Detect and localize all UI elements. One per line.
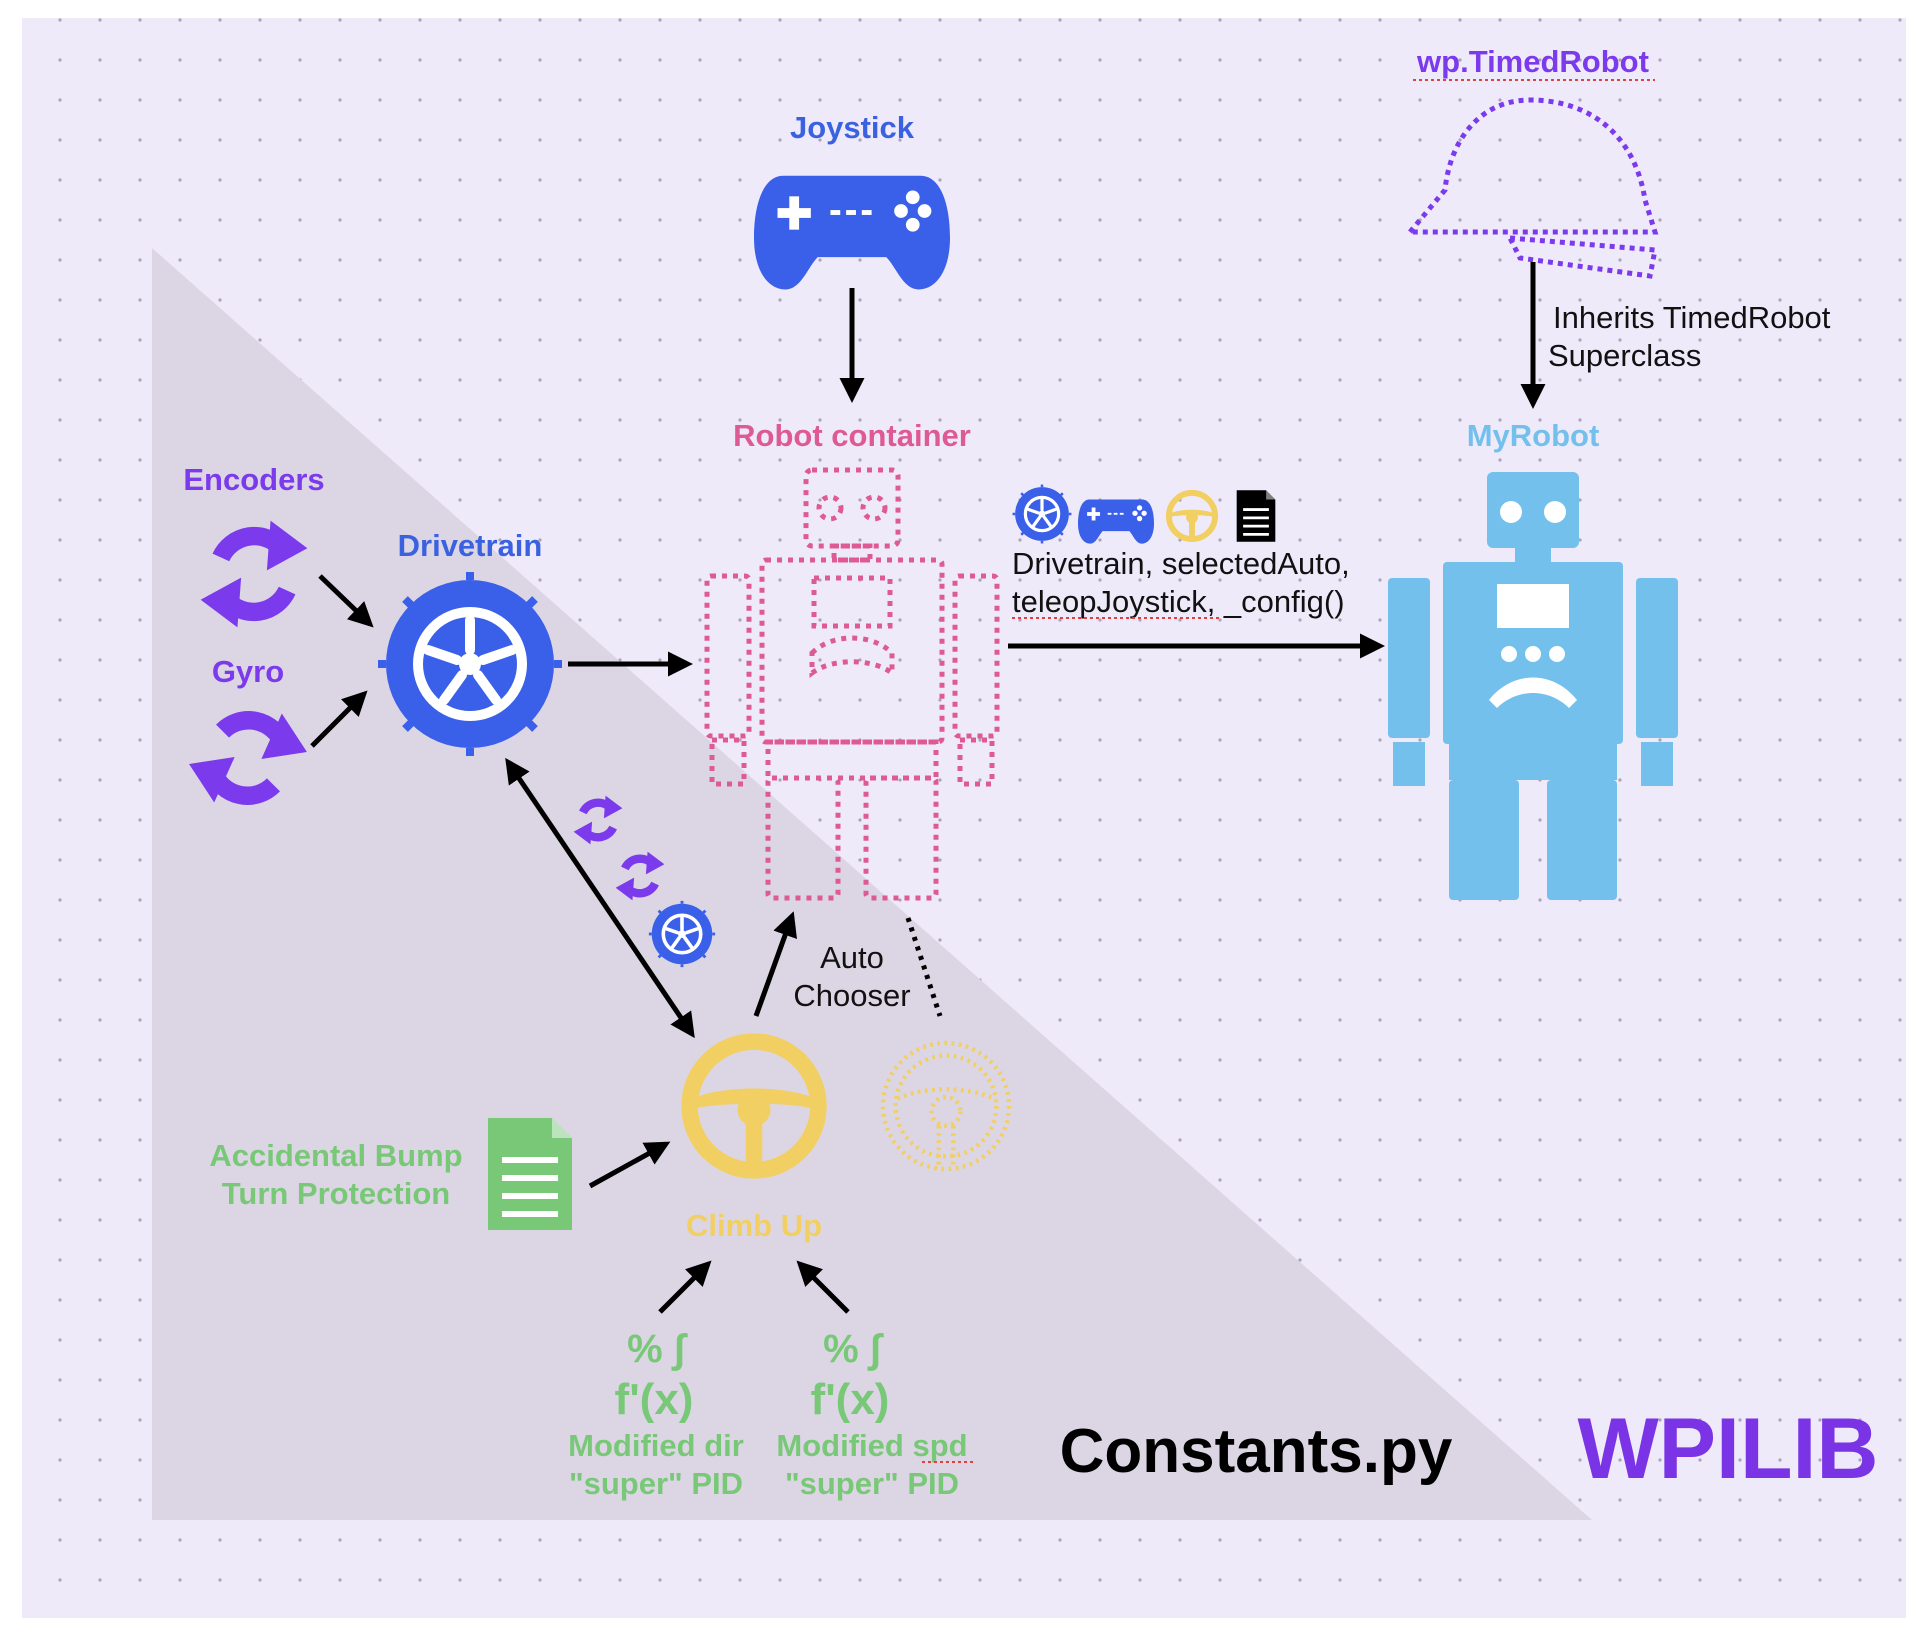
arrow-gyro-to-drivetrain [310,690,368,748]
arrow-drivetrain-climb [505,757,695,1039]
my-robot-label: MyRobot [1467,418,1600,453]
dotted-link [905,917,943,1017]
tire-icon [647,899,717,969]
inherits-line1: Inherits TimedRobot [1553,300,1831,335]
encoders-label: Encoders [183,462,324,497]
container-props-line1: Drivetrain, selectedAuto, [1012,546,1350,581]
drivetrain-label: Drivetrain [398,528,543,563]
pid2-line2: "super" PID [785,1466,959,1501]
pid2-fx: f'(x) [811,1375,890,1424]
timed-robot-label: wp.TimedRobot [1416,44,1649,79]
arrow-bump-to-climb [588,1141,671,1189]
document-icon [488,1118,572,1230]
gyro-label: Gyro [212,654,284,689]
steering-wheel-icon [880,1040,1012,1172]
arrow-pid2-to-climb [796,1260,850,1314]
inherits-line2: Superclass [1548,338,1701,373]
robot-icon [1388,472,1678,900]
document-icon [1235,488,1277,544]
arrow-pid1-to-climb [658,1260,712,1314]
tire-icon [1010,482,1074,546]
robot-container-icon [707,470,997,898]
climb-up-label: Climb Up [686,1208,822,1243]
container-props-line2: teleopJoystick, _config() [1012,584,1345,619]
constants-label: Constants.py [1060,1417,1453,1486]
arrow-encoders-to-drivetrain [318,574,374,628]
hard-hat-icon [1404,97,1659,279]
robot-container-label: Robot container [733,418,971,453]
wpilib-label: WPILIB [1578,1401,1879,1497]
pid1-line2: "super" PID [569,1466,743,1501]
auto-chooser-line1: Auto [820,940,884,975]
pid2-line1: Modified spd [776,1428,967,1463]
pid1-fx: f'(x) [615,1375,694,1424]
joystick-label: Joystick [790,110,915,145]
bump-line1: Accidental Bump [209,1138,462,1173]
auto-chooser-line2: Chooser [793,978,910,1013]
tire-icon [378,572,562,756]
arrow-climb-to-container [753,911,797,1017]
pid2-symbols: % ∫ [823,1327,884,1371]
bump-line2: Turn Protection [222,1176,450,1211]
pid1-symbols: % ∫ [627,1327,688,1371]
pid1-line1: Modified dir [568,1428,744,1463]
